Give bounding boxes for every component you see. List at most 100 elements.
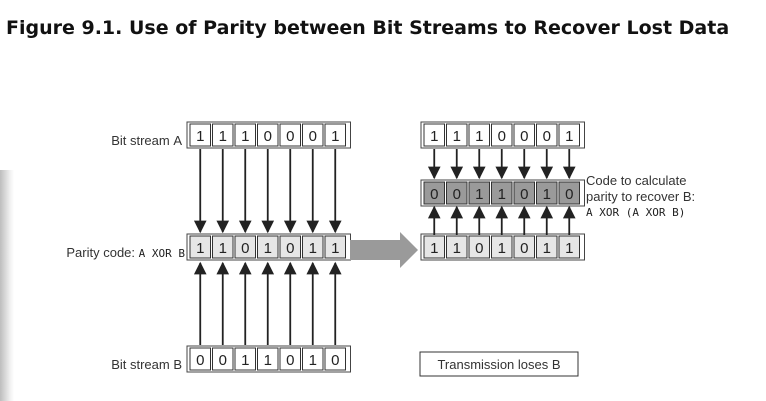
bit-b-cell (279, 347, 301, 371)
recovered-cell (536, 181, 558, 205)
right-parity-cell (423, 235, 445, 259)
right-parity-bit: 0 (520, 240, 528, 257)
recovered-cell (423, 181, 445, 205)
right-parity-frame (420, 233, 585, 261)
right-parity-bit: 1 (543, 240, 551, 257)
right-bit-a-cell (491, 123, 513, 147)
right-parity-bit: 0 (475, 240, 483, 257)
bit-a-cell (257, 123, 279, 147)
recovered-bit: 1 (543, 186, 551, 203)
parity-code-label: Parity code: A XOR B (66, 245, 185, 260)
right-up-arrows (427, 205, 576, 235)
right-parity-cell (558, 235, 580, 259)
parity-cell (279, 235, 301, 259)
bit-stream-b-label: Bit stream B (111, 357, 182, 372)
right-bit-a-bit: 1 (565, 128, 573, 145)
parity-bit: 0 (286, 240, 294, 257)
right-bit-a-cell (423, 123, 445, 147)
right-bit-a-bit: 1 (430, 128, 438, 145)
bit-b-bit: 1 (241, 352, 249, 369)
bit-b-bit: 1 (264, 352, 272, 369)
note-line-3: A XOR (A XOR B) (586, 206, 685, 219)
bit-a-cell (302, 123, 324, 147)
bit-b-cell (257, 347, 279, 371)
bit-a-bit: 1 (196, 128, 204, 145)
parity-cell (212, 235, 234, 259)
bit-a-cell (189, 123, 211, 147)
bit-a-cell (212, 123, 234, 147)
bit-a-bit: 0 (286, 128, 294, 145)
bit-a-bit: 1 (219, 128, 227, 145)
right-bit-a-bit: 0 (498, 128, 506, 145)
figure-title: Figure 9.1. Use of Parity between Bit St… (6, 17, 730, 39)
note-line-2: parity to recover B: (586, 189, 695, 204)
right-parity-cell (513, 235, 535, 259)
left-down-arrows (193, 149, 342, 234)
bit-b-bit: 0 (286, 352, 294, 369)
bit-b-bit: 0 (196, 352, 204, 369)
right-bit-a-bit: 1 (475, 128, 483, 145)
parity-bit: 1 (309, 240, 317, 257)
bit-b-cell (212, 347, 234, 371)
parity-cell (189, 235, 211, 259)
right-parity-bit: 1 (565, 240, 573, 257)
bit-b-bit: 0 (219, 352, 227, 369)
bit-a-bit: 0 (309, 128, 317, 145)
parity-cell (234, 235, 256, 259)
bit-b-cell (234, 347, 256, 371)
parity-bit: 1 (264, 240, 272, 257)
recovered-cell (491, 181, 513, 205)
recovered-cell (558, 181, 580, 205)
transmission-loss-label: Transmission loses B (437, 357, 560, 372)
bit-a-bit: 1 (241, 128, 249, 145)
bit-a-bit: 1 (331, 128, 339, 145)
right-bit-a-cell (468, 123, 490, 147)
right-bit-a-cell (446, 123, 468, 147)
recovered-cell (513, 181, 535, 205)
right-bit-a-bit: 0 (543, 128, 551, 145)
transfer-arrow (350, 232, 418, 268)
parity-cell (324, 235, 346, 259)
bit-a-cell (324, 123, 346, 147)
right-parity-bit: 1 (430, 240, 438, 257)
parity-cell (257, 235, 279, 259)
recovered-bit: 0 (565, 186, 573, 203)
right-bit-a-cell (536, 123, 558, 147)
bit-a-cell (279, 123, 301, 147)
right-bit-a-cell (513, 123, 535, 147)
right-bit-a-bit: 1 (453, 128, 461, 145)
parity-bit: 0 (241, 240, 249, 257)
right-bit-a-bit: 0 (520, 128, 528, 145)
right-bit-a-cell (558, 123, 580, 147)
right-parity-bit: 1 (498, 240, 506, 257)
recovered-cell (446, 181, 468, 205)
right-parity-bit: 1 (453, 240, 461, 257)
bit-b-cell (302, 347, 324, 371)
recovered-bit: 0 (430, 186, 438, 203)
parity-bit: 1 (196, 240, 204, 257)
parity-bit: 1 (219, 240, 227, 257)
recovered-cell (468, 181, 490, 205)
page-edge-shadow (0, 170, 14, 401)
bit-a-frame (186, 121, 351, 149)
bit-a-cell (234, 123, 256, 147)
parity-cell (302, 235, 324, 259)
bit-b-frame (186, 345, 351, 373)
left-up-arrows (193, 261, 342, 345)
right-parity-cell (468, 235, 490, 259)
recovered-bit: 0 (520, 186, 528, 203)
bit-b-cell (324, 347, 346, 371)
recovered-bit: 0 (453, 186, 461, 203)
bit-b-bit: 1 (309, 352, 317, 369)
recovered-bit: 1 (475, 186, 483, 203)
right-parity-cell (536, 235, 558, 259)
transmission-loss-box (419, 351, 579, 377)
right-parity-cell (446, 235, 468, 259)
note-line-1: Code to calculate (586, 173, 686, 188)
right-bit-a-frame (420, 121, 585, 149)
right-parity-cell (491, 235, 513, 259)
